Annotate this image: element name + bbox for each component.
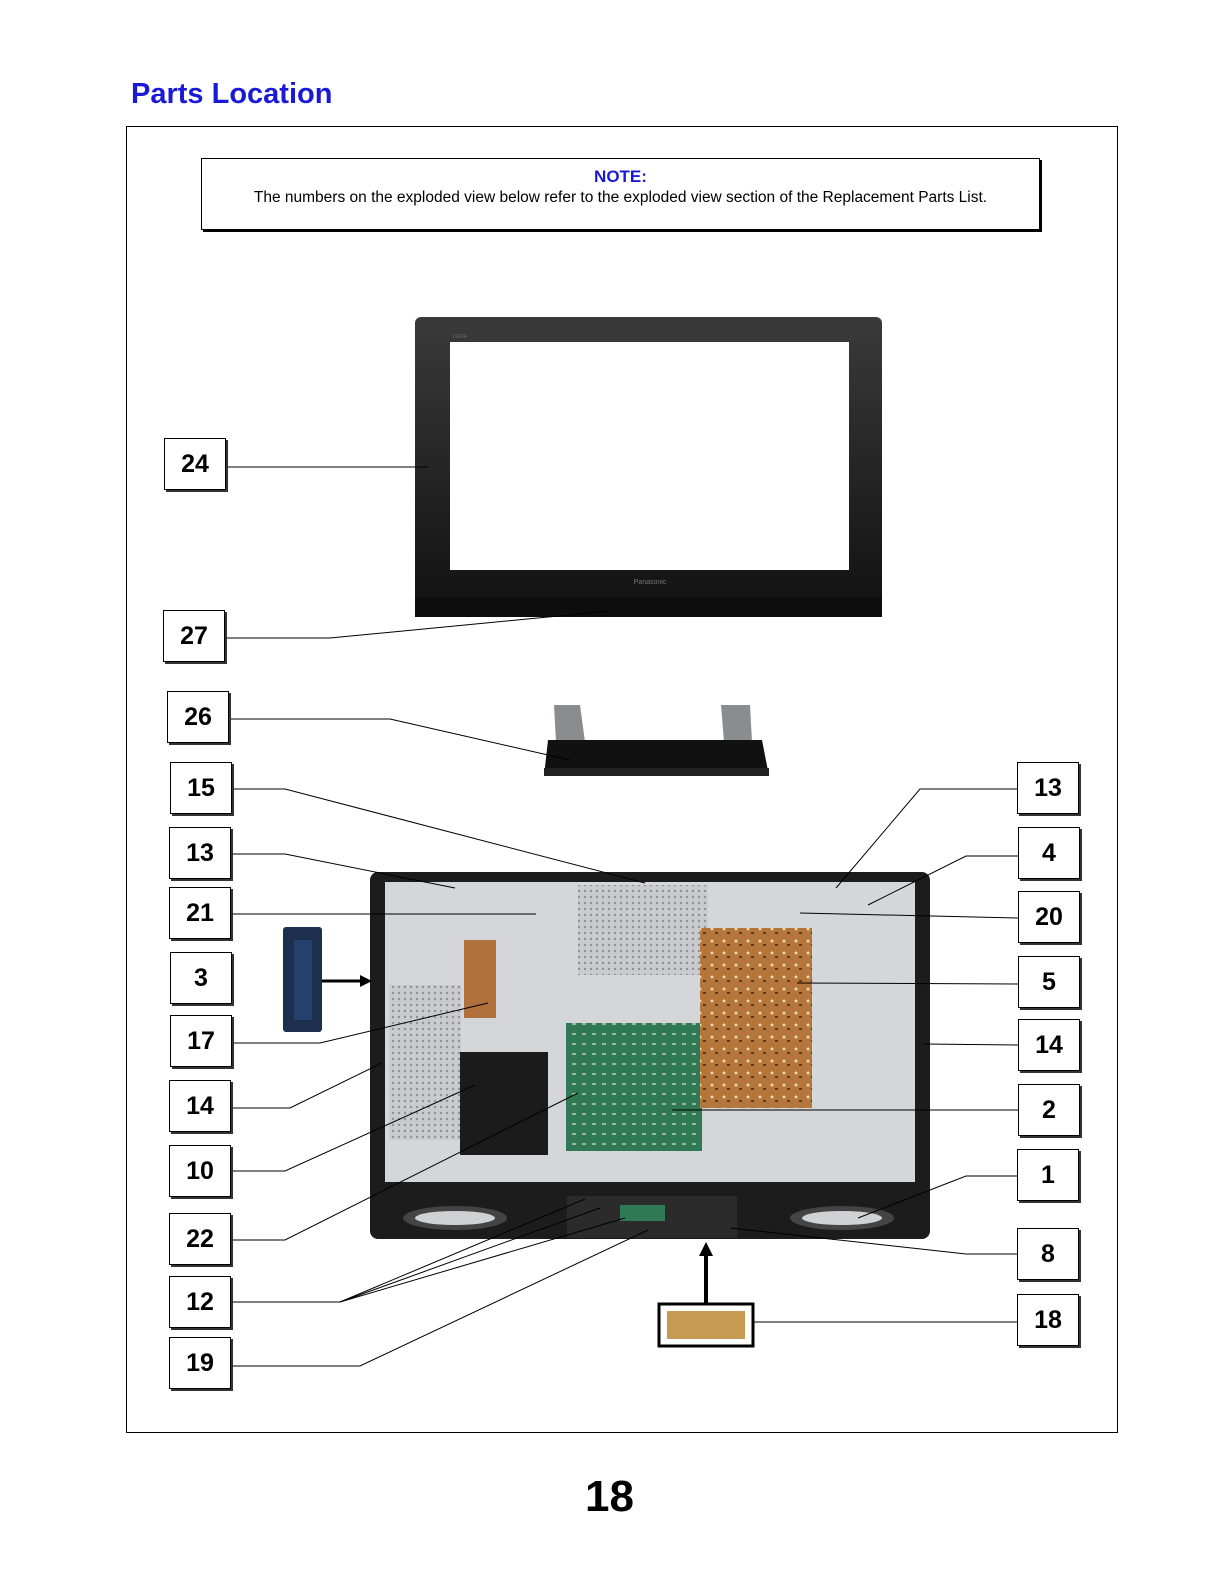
side-keypad-image xyxy=(283,927,322,1032)
callout-20: 20 xyxy=(1018,891,1080,943)
callout-22: 22 xyxy=(169,1213,231,1265)
front-panel-image: Panasonic VIERA xyxy=(415,317,882,617)
callout-14-right: 14 xyxy=(1018,1019,1080,1071)
part18-arrowhead xyxy=(699,1242,713,1256)
callout-13-left: 13 xyxy=(169,827,231,879)
callout-4: 4 xyxy=(1018,827,1080,879)
badge-logo: VIERA xyxy=(452,334,468,340)
rear-chassis-image xyxy=(370,872,930,1239)
callout-3: 3 xyxy=(170,952,232,1004)
callout-21: 21 xyxy=(169,887,231,939)
part18-inset-image xyxy=(659,1304,753,1346)
callout-5: 5 xyxy=(1018,956,1080,1008)
callout-19: 19 xyxy=(169,1337,231,1389)
callout-27: 27 xyxy=(163,610,225,662)
callout-17: 17 xyxy=(170,1015,232,1067)
brand-logo: Panasonic xyxy=(634,579,667,586)
callout-2: 2 xyxy=(1018,1084,1080,1136)
callout-18: 18 xyxy=(1017,1294,1079,1346)
callout-8: 8 xyxy=(1017,1228,1079,1280)
callout-15: 15 xyxy=(170,762,232,814)
callout-26: 26 xyxy=(167,691,229,743)
callout-12: 12 xyxy=(169,1276,231,1328)
callout-1: 1 xyxy=(1017,1149,1079,1201)
callout-13-right: 13 xyxy=(1017,762,1079,814)
callout-14-left: 14 xyxy=(169,1080,231,1132)
callout-10: 10 xyxy=(169,1145,231,1197)
stand-image xyxy=(544,705,769,776)
callout-24: 24 xyxy=(164,438,226,490)
page-number: 18 xyxy=(0,1472,1219,1522)
